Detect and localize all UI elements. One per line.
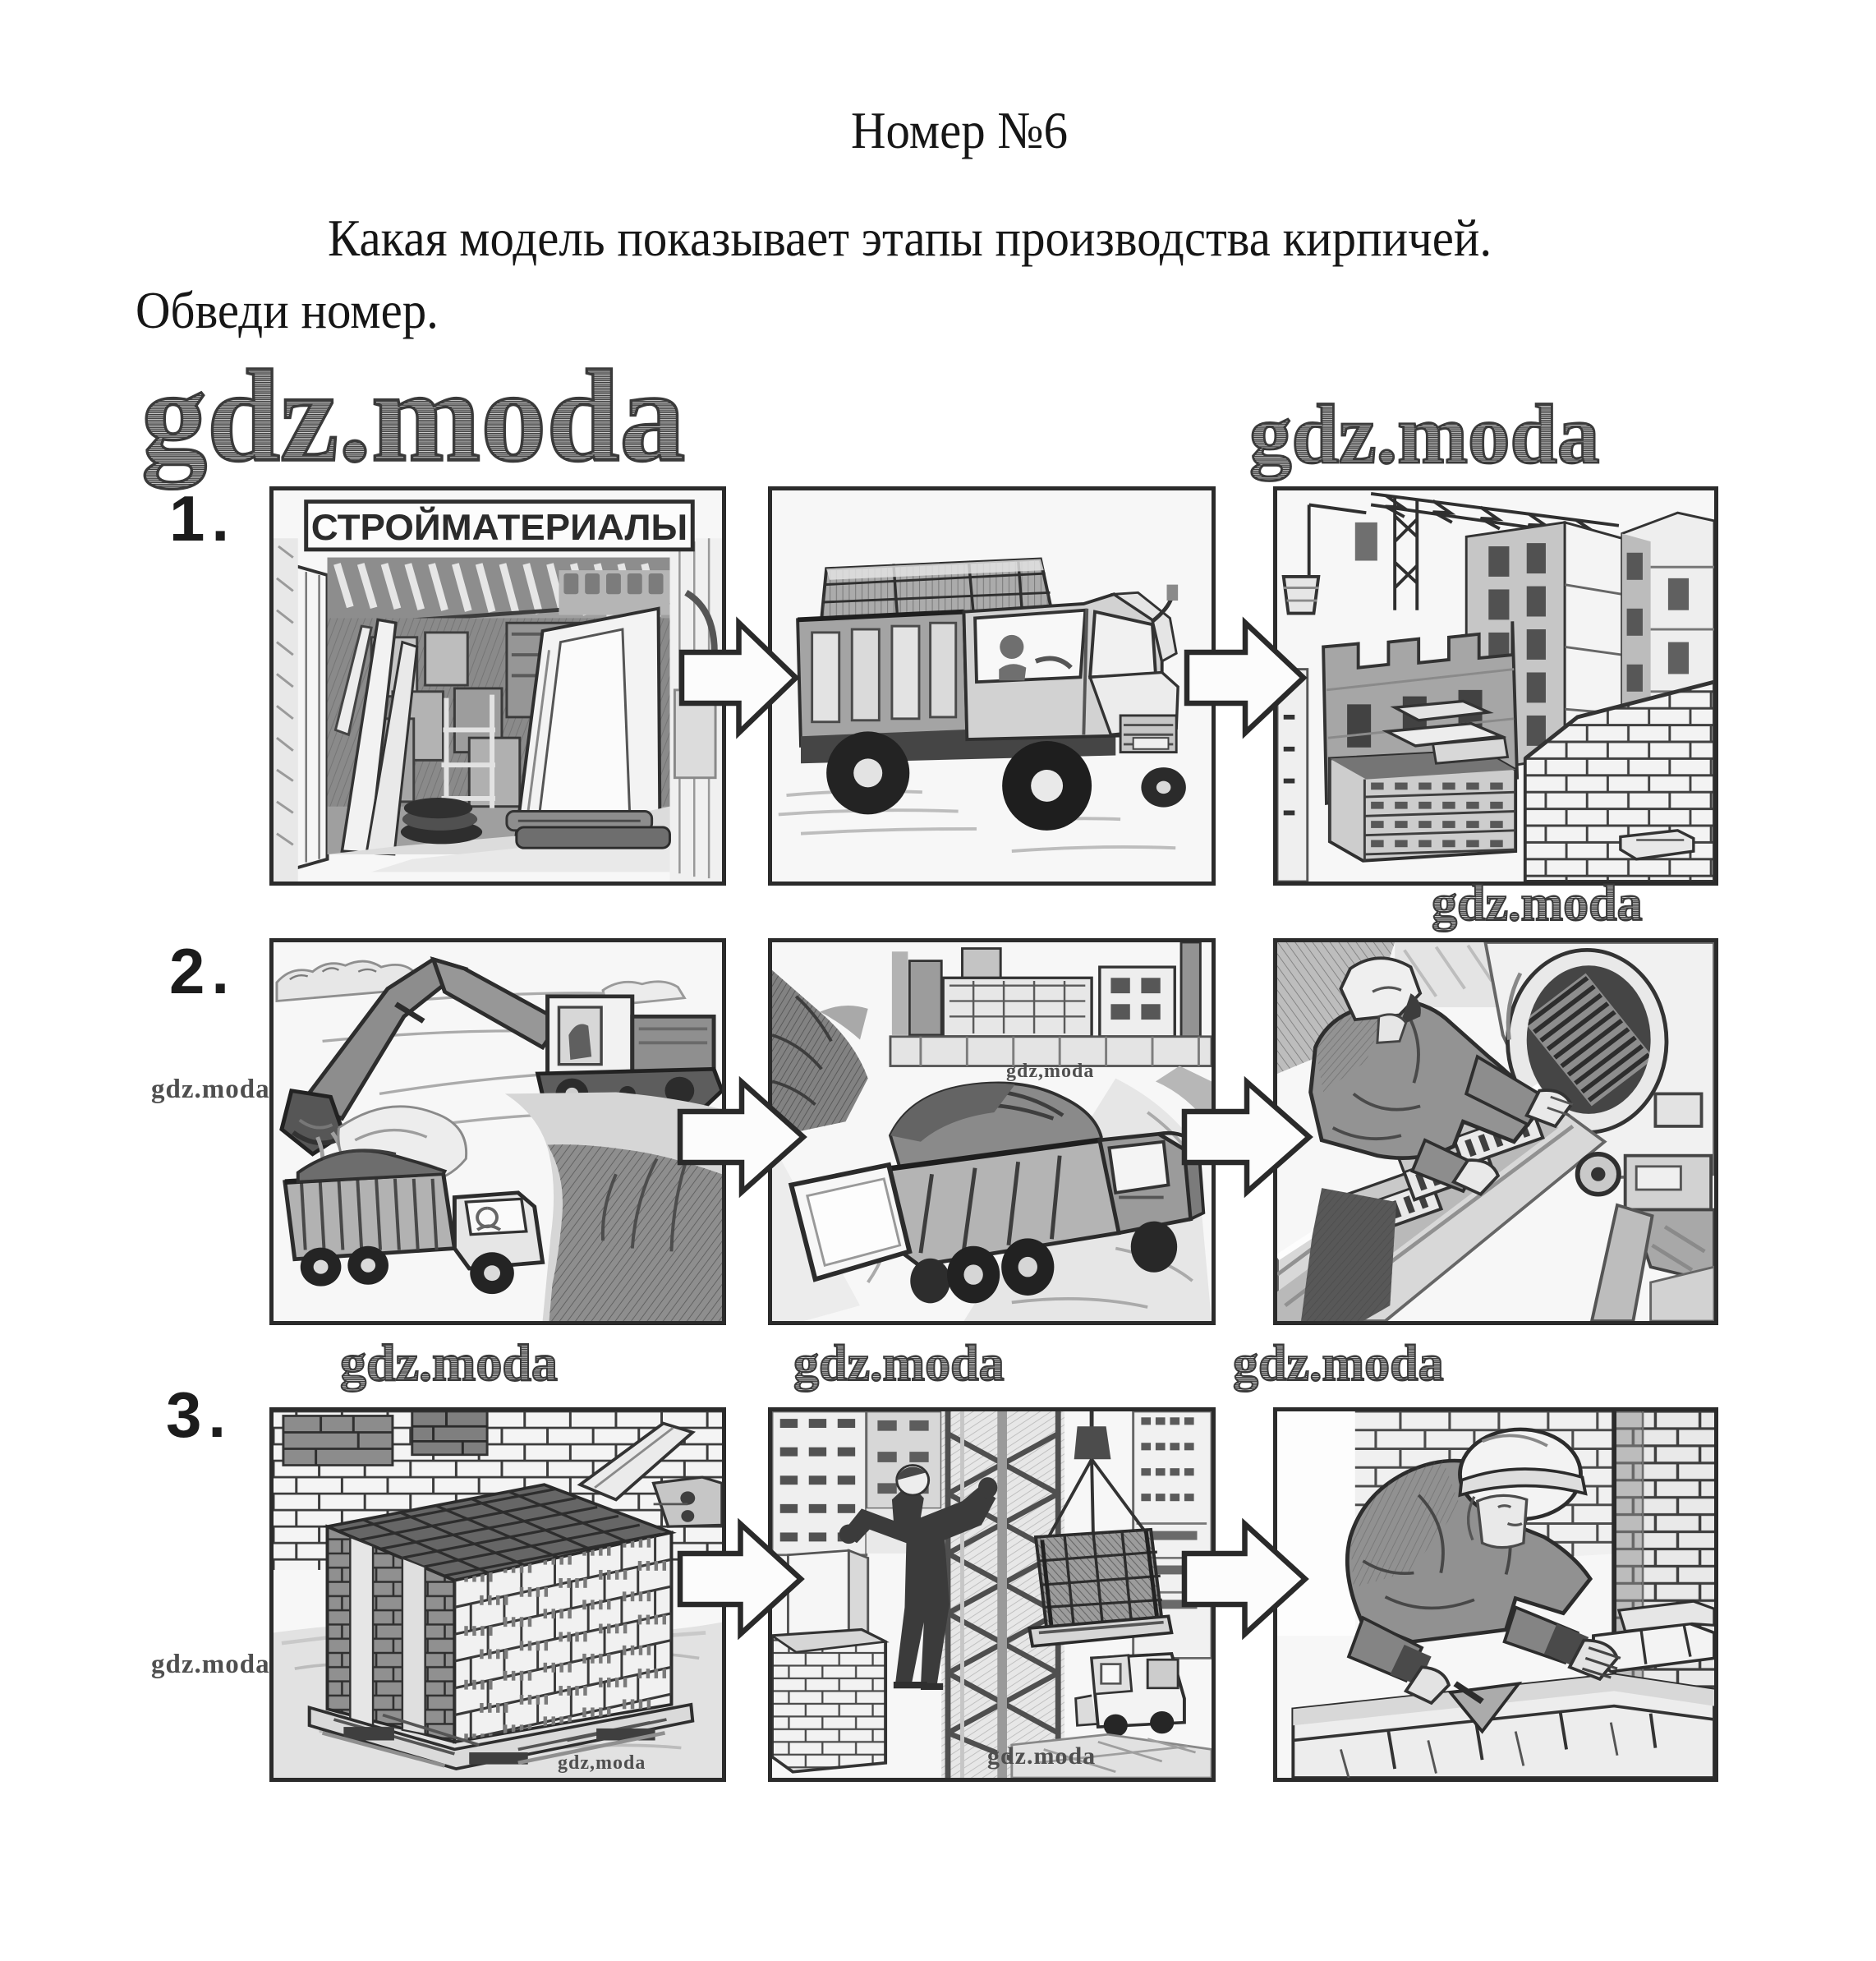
svg-text:gdz.moda: gdz.moda bbox=[1233, 1336, 1444, 1392]
svg-text:gdz.moda: gdz.moda bbox=[340, 1333, 558, 1392]
svg-text:gdz.moda: gdz.moda bbox=[793, 1336, 1005, 1392]
svg-text:gdz.moda: gdz.moda bbox=[1432, 876, 1643, 932]
svg-text:СТРОЙМАТЕРИАЛЫ: СТРОЙМАТЕРИАЛЫ bbox=[311, 507, 687, 548]
svg-text:gdz.moda: gdz.moda bbox=[1249, 388, 1599, 481]
svg-text:gdz.moda: gdz.moda bbox=[141, 343, 685, 490]
